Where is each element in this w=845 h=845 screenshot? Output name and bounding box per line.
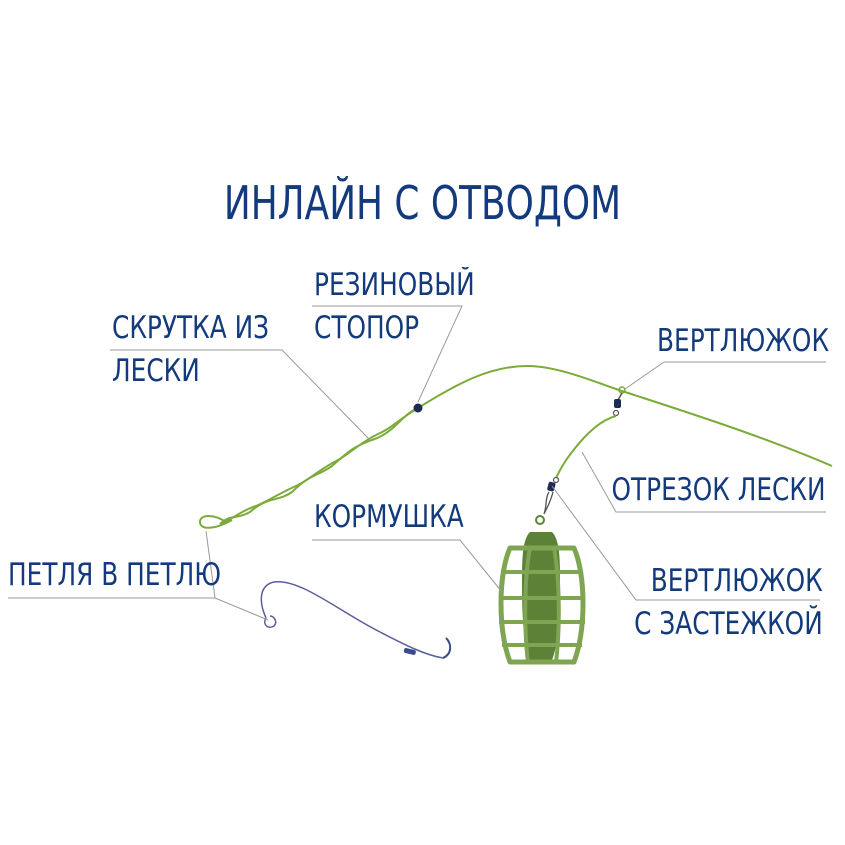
page-title: ИНЛАЙН С ОТВОДОМ bbox=[223, 176, 622, 230]
label-twist-line-1: СКРУТКА ИЗ bbox=[112, 310, 270, 346]
label-twist-line-2: ЛЕСКИ bbox=[112, 353, 200, 389]
label-snap-swivel-line-1: ВЕРТЛЮЖОК bbox=[650, 563, 823, 599]
hook-link-line bbox=[260, 581, 444, 659]
label-snap-swivel-line-2: С ЗАСТЕЖКОЙ bbox=[634, 606, 823, 642]
snap-swivel-icon bbox=[547, 481, 556, 492]
label-swivel: ВЕРТЛЮЖОК bbox=[657, 320, 829, 363]
hook-icon bbox=[442, 637, 452, 659]
hook-sleeve bbox=[403, 648, 416, 655]
snap-clip bbox=[543, 491, 554, 515]
label-line-segment: ОТРЕЗОК ЛЕСКИ bbox=[611, 469, 825, 512]
label-loop-line-1: ПЕТЛЯ В ПЕТЛЮ bbox=[8, 557, 222, 593]
label-swivel-line-1: ВЕРТЛЮЖОК bbox=[656, 323, 829, 359]
leader-snap-swivel bbox=[551, 485, 820, 601]
feeder-icon bbox=[498, 532, 586, 665]
twisted-line-strand-b bbox=[219, 407, 419, 525]
feeder-cage-bars bbox=[499, 547, 585, 663]
label-stopper-line-1: РЕЗИНОВЫЙ bbox=[314, 267, 475, 303]
label-snap-swivel: ВЕРТЛЮЖОК С ЗАСТЕЖКОЙ bbox=[634, 560, 823, 646]
line-segment bbox=[555, 415, 617, 479]
label-stopper-line-2: СТОПОР bbox=[314, 310, 420, 346]
twisted-line-strand-a bbox=[219, 407, 419, 525]
leader-loop bbox=[8, 530, 269, 621]
swivel-link bbox=[617, 392, 623, 401]
label-twist: СКРУТКА ИЗ ЛЕСКИ bbox=[112, 307, 269, 393]
label-feeder: КОРМУШКА bbox=[314, 496, 464, 539]
leader-line-segment bbox=[581, 451, 826, 513]
leader-stopper bbox=[312, 305, 463, 403]
label-stopper: РЕЗИНОВЫЙ СТОПОР bbox=[314, 264, 475, 350]
leader-swivel bbox=[624, 361, 826, 390]
label-loop: ПЕТЛЯ В ПЕТЛЮ bbox=[8, 554, 221, 597]
swivel-icon bbox=[614, 399, 621, 408]
main-line bbox=[417, 364, 833, 467]
label-line-segment-line-1: ОТРЕЗОК ЛЕСКИ bbox=[611, 472, 825, 508]
leader-twist bbox=[110, 349, 371, 441]
swivel-lower-ring bbox=[612, 409, 620, 417]
label-feeder-line-1: КОРМУШКА bbox=[314, 499, 464, 535]
loop bbox=[198, 515, 233, 529]
snap-swivel-ring bbox=[552, 476, 560, 484]
leader-feeder bbox=[312, 539, 503, 593]
rubber-stopper bbox=[413, 403, 423, 413]
feeder-eye bbox=[535, 515, 545, 525]
hook-link-loop bbox=[263, 615, 277, 629]
